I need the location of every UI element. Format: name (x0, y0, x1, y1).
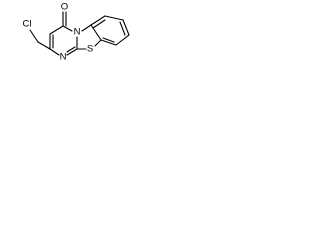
bond-c4a-c5 (90, 15, 106, 26)
bond-c2-ch2 (37, 41, 51, 50)
atom-label-nitrogen-fused: N (74, 27, 81, 38)
structure-canvas: O Cl N N S (0, 0, 140, 73)
atom-label-sulfur: S (87, 44, 93, 55)
bond-c2-n1 (49, 48, 60, 56)
bond-c4a-c8a (90, 24, 102, 41)
bond-c5-c6 (104, 15, 124, 21)
bond-c8-c8a-double (102, 37, 115, 43)
bond-s-c8a (94, 39, 102, 47)
bond-n10-c4a (81, 24, 92, 32)
atom-label-nitrogen-bottom: N (60, 52, 67, 63)
atom-label-oxygen: O (61, 2, 68, 13)
bond-ch2-cl (29, 29, 39, 43)
bond-c7-c8 (115, 34, 130, 46)
atom-label-chlorine: Cl (23, 19, 32, 30)
bond-n10-c4 (62, 25, 73, 32)
bond-c8-c8a (100, 39, 117, 46)
molecule-diagram: O Cl N N S (23, 2, 130, 63)
bond-n1-c9a-double (66, 46, 76, 53)
bond-n1-c9a (66, 48, 78, 56)
bond-c4a-c5-double (92, 19, 106, 29)
bond-c6-c7-double (119, 21, 126, 36)
bond-c6-c7 (122, 19, 130, 36)
bond-c4-c3 (49, 25, 64, 35)
